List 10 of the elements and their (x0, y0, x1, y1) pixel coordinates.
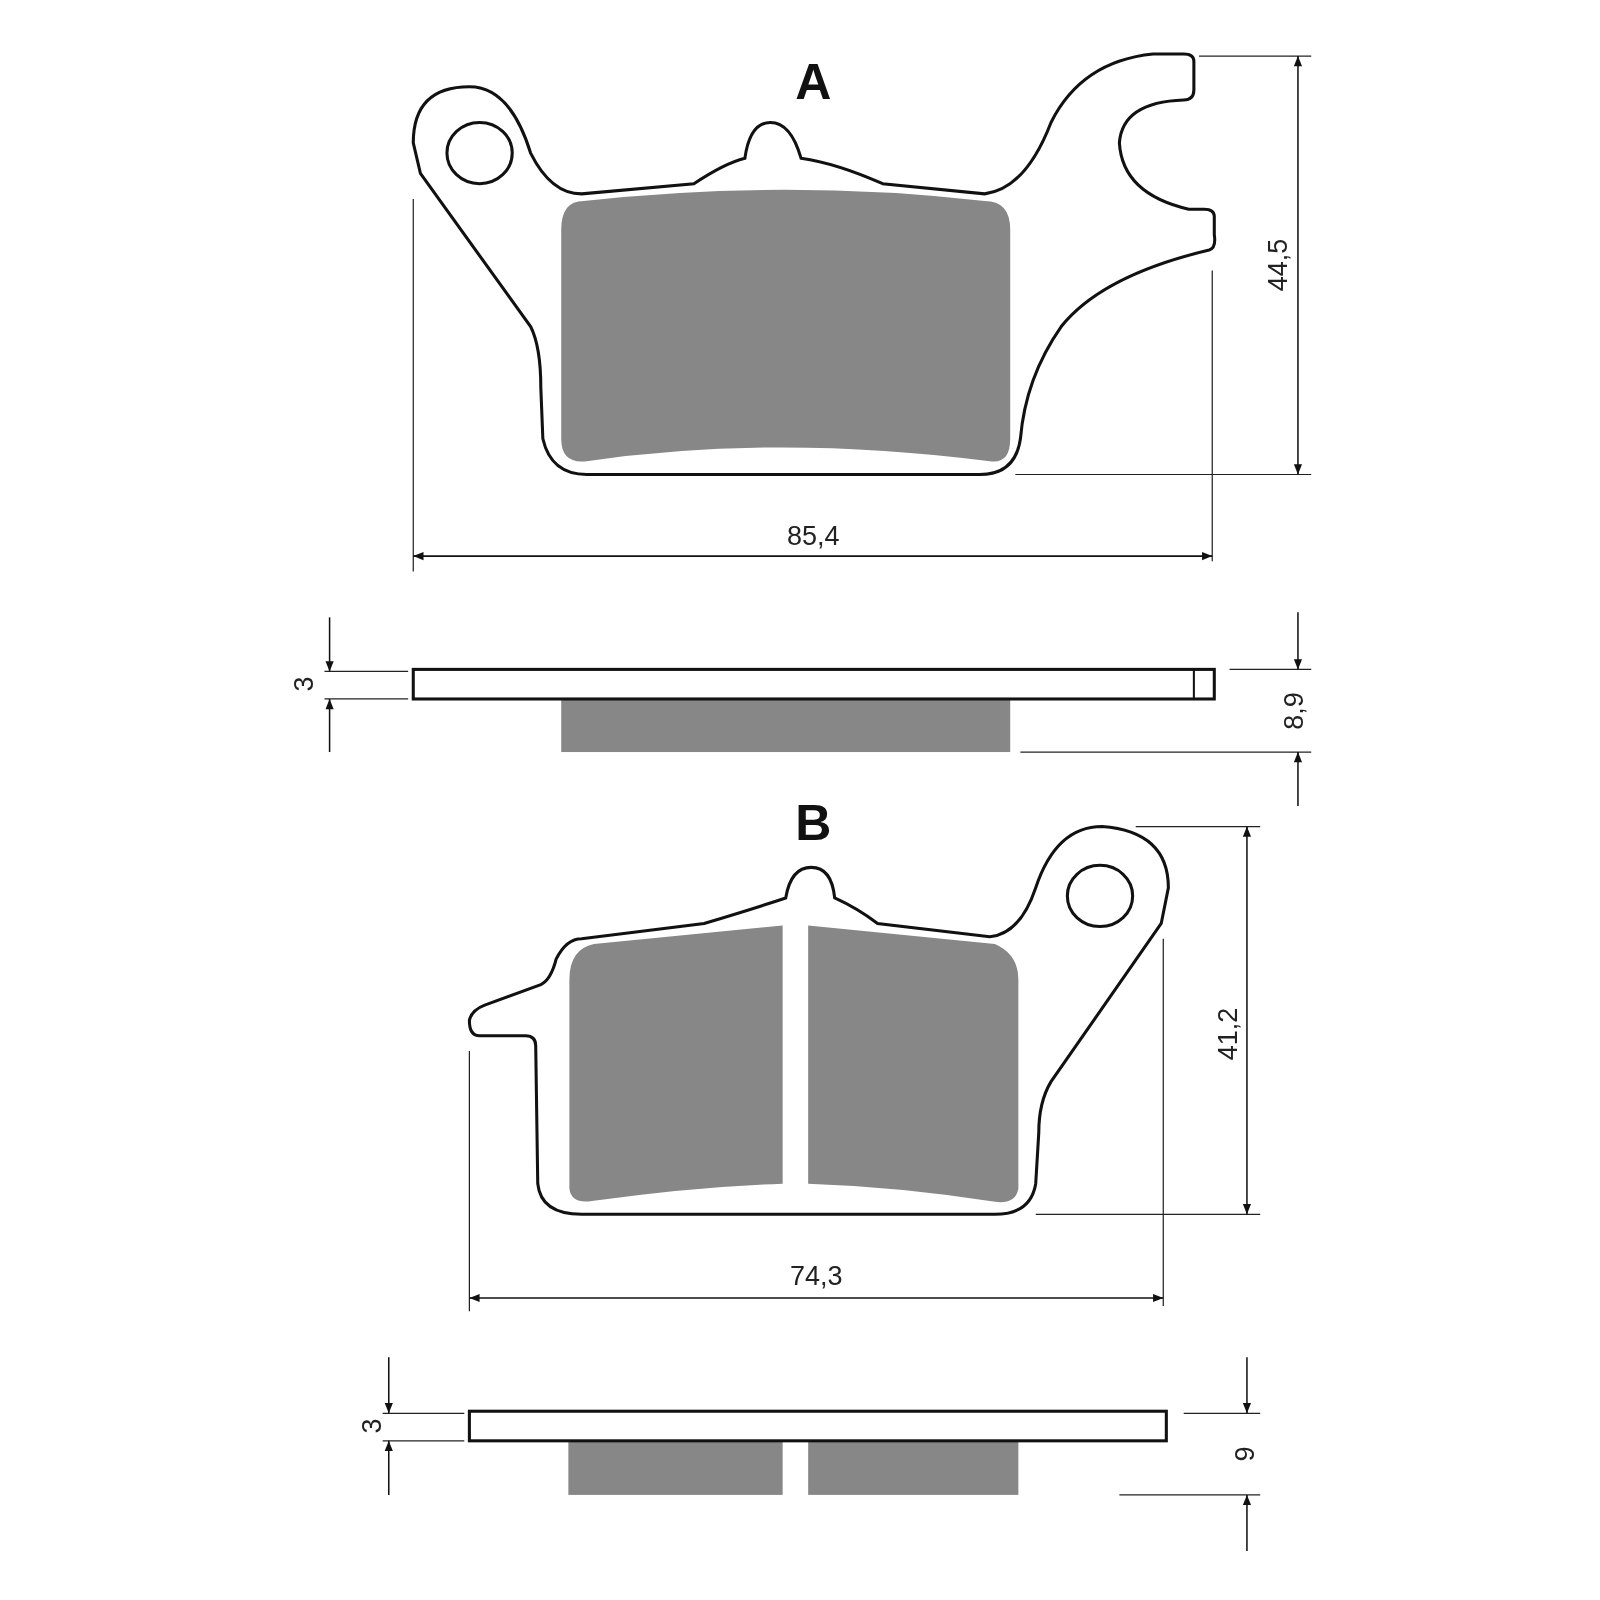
dimension-label: 9 (1231, 1446, 1259, 1462)
dimension-label: 41,2 (1214, 1007, 1242, 1060)
dimension-label: 74,3 (790, 1262, 843, 1289)
dimension-label: 3 (358, 1418, 386, 1433)
dimension-label: 3 (290, 676, 318, 692)
view-label: B (795, 798, 832, 849)
view-label: A (795, 56, 832, 107)
dimension-label: 85,4 (786, 522, 840, 550)
dimension-label: 8,9 (1280, 692, 1308, 730)
dimension-label: 44,5 (1264, 239, 1292, 292)
